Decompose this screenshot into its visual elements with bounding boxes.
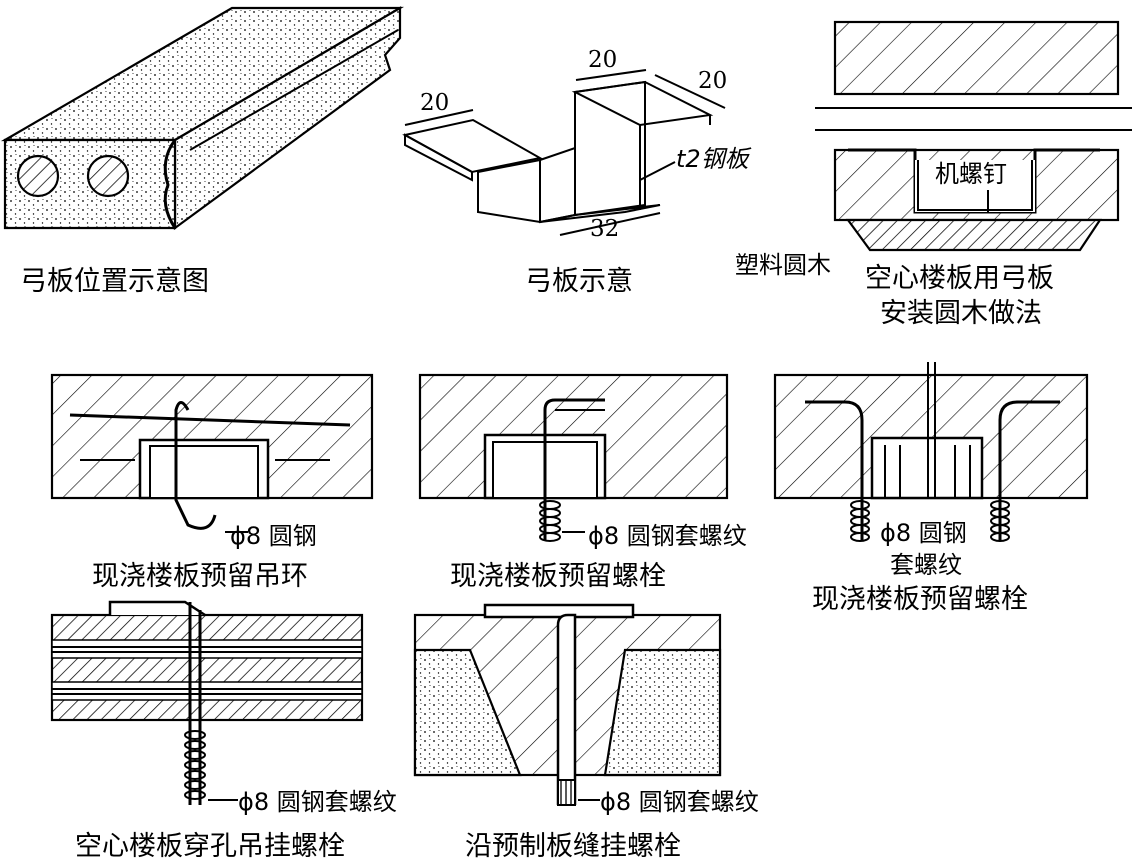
- label-round-steel-pair-2: 套螺纹: [890, 551, 962, 579]
- thread-coil-1: [539, 500, 561, 542]
- precast-seam-drawing: [413, 603, 722, 806]
- dim-20-a: 20: [420, 90, 449, 116]
- caption-hollow-install-2: 安装圆木做法: [880, 298, 1042, 329]
- plastic-wood-block: [845, 218, 1103, 252]
- dim-20-c: 20: [698, 68, 727, 94]
- label-round-steel-pair-1: ϕ8 圆钢: [880, 519, 967, 547]
- hollow-through-drawing: [50, 600, 364, 805]
- label-plastic-wood: 塑料圆木: [735, 251, 831, 279]
- caption-precast-seam: 沿预制板缝挂螺栓: [465, 831, 681, 862]
- dim-20-b: 20: [588, 47, 617, 73]
- caption-cast-ring: 现浇楼板预留吊环: [92, 561, 308, 592]
- caption-cast-bolt: 现浇楼板预留螺栓: [450, 561, 666, 592]
- label-steel-plate: t2钢板: [676, 145, 752, 173]
- caption-cast-bolt-pair: 现浇楼板预留螺栓: [812, 584, 1028, 615]
- bow-position-drawing: [0, 6, 405, 231]
- label-seam-thread: ϕ8 圆钢套螺纹: [600, 788, 759, 816]
- label-hollow-thread: ϕ8 圆钢套螺纹: [238, 788, 397, 816]
- caption-hollow-through: 空心楼板穿孔吊挂螺栓: [75, 831, 345, 862]
- bow-plate-drawing: 20 20 20 32 t2钢板: [402, 47, 752, 242]
- cast-ring-drawing: [50, 373, 374, 533]
- caption-bow-position: 弓板位置示意图: [20, 266, 209, 297]
- label-machine-screw: 机螺钉: [935, 160, 1007, 188]
- caption-hollow-install-1: 空心楼板用弓板: [865, 263, 1054, 294]
- dim-32: 32: [590, 216, 619, 242]
- cast-bolt-drawing: [418, 373, 729, 542]
- hollow-install-drawing: 机螺钉: [815, 20, 1132, 252]
- thread-coil-3: [990, 500, 1010, 542]
- cast-bolt-pair-drawing: [773, 362, 1089, 542]
- thread-coil-2: [850, 500, 870, 542]
- slab-hole-2: [86, 154, 130, 198]
- label-round-steel: ϕ8 圆钢: [230, 522, 317, 550]
- slab-hole-1: [16, 154, 60, 198]
- caption-bow-plate: 弓板示意: [525, 266, 633, 297]
- thread-coil-4: [184, 730, 206, 800]
- label-round-steel-thread: ϕ8 圆钢套螺纹: [588, 522, 747, 550]
